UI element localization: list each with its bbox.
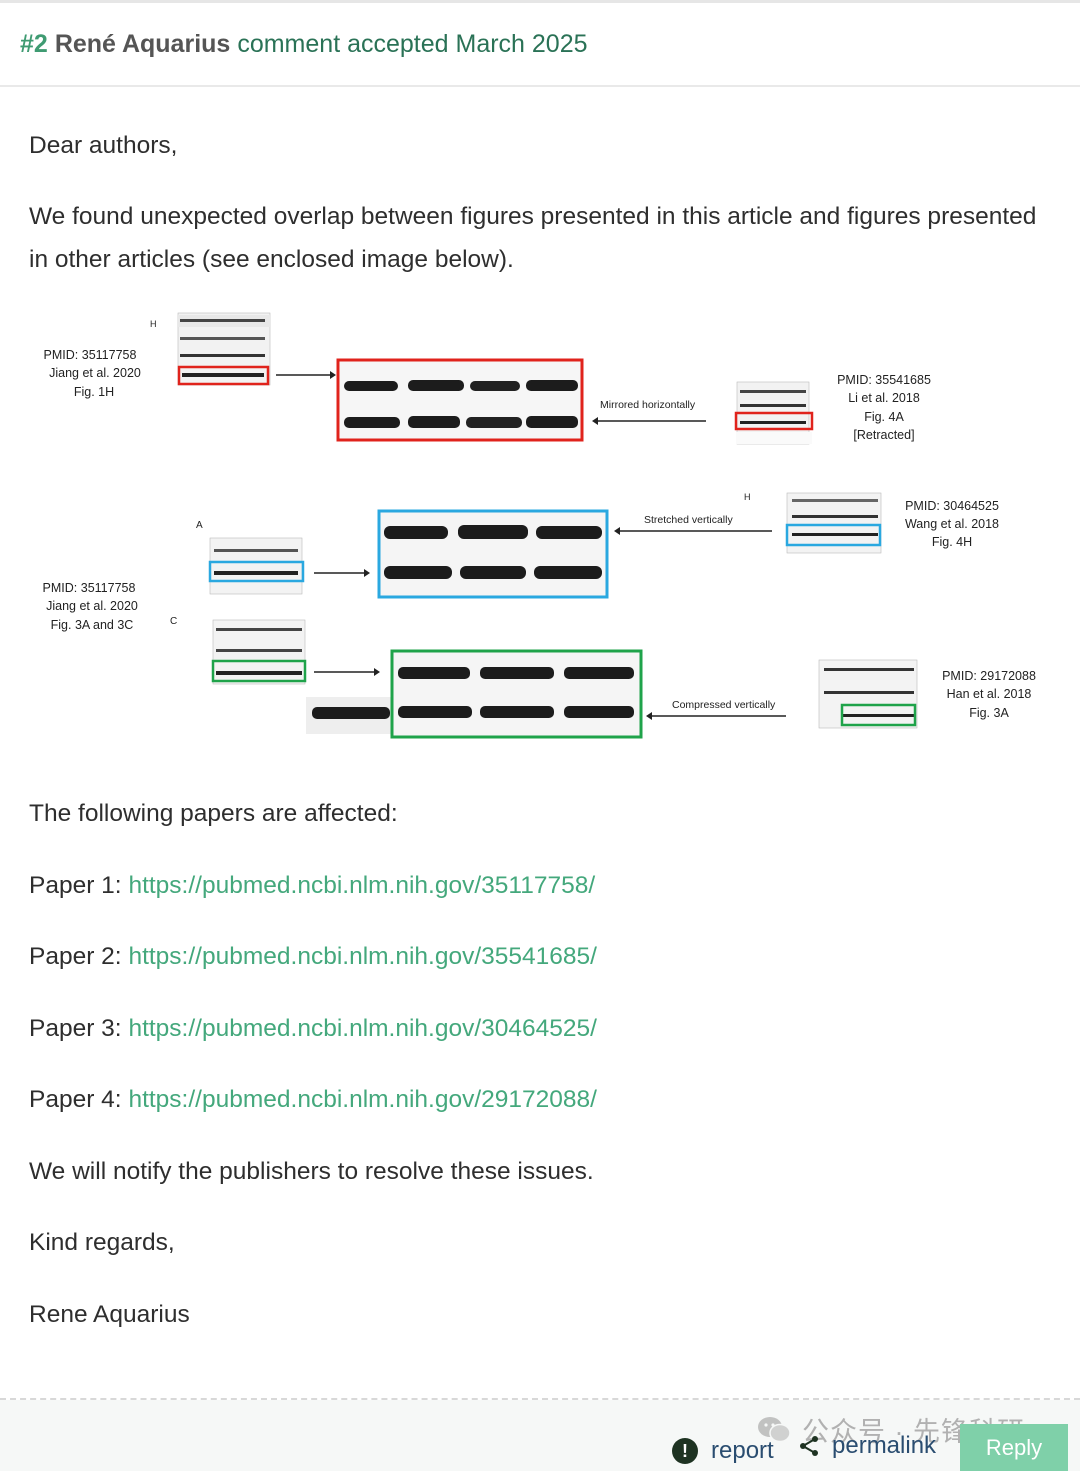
alert-icon: ! [672,1438,698,1464]
right3-line2: Han et al. 2018 [947,687,1032,701]
signature: Rene Aquarius [29,1301,190,1328]
blot-thumb-5 [212,619,306,685]
big-blot-red [340,360,582,440]
figure-left2-caption: PMID: 35117758 Jiang et al. 2020 Fig. 3A… [43,581,138,632]
paper-4-link[interactable]: https://pubmed.ncbi.nlm.nih.gov/29172088… [128,1086,597,1113]
wechat-icon [758,1416,791,1442]
right2-line2: Wang et al. 2018 [905,517,999,531]
regards: Kind regards, [29,1229,175,1256]
red-box-small [177,365,270,386]
paper-2-label: Paper 2: [29,943,122,970]
blue-box-small [208,560,305,583]
paper-4-label: Paper 4: [29,1086,122,1113]
right2-line1: PMID: 30464525 [905,499,999,513]
paper-3: Paper 3: https://pubmed.ncbi.nlm.nih.gov… [29,1007,1039,1050]
notify-paragraph: We will notify the publishers to resolve… [29,1158,594,1185]
arrow-2a-head [364,569,370,577]
report-label: report [711,1437,774,1464]
arrow3-label: Compressed vertically [672,699,776,711]
paper-3-label: Paper 3: [29,1015,122,1042]
paper-4: Paper 4: https://pubmed.ncbi.nlm.nih.gov… [29,1078,1039,1121]
blot-thumb-1 [177,312,271,386]
figure-left1-caption: PMID: 35117758 Jiang et al. 2020 Fig. 1H [44,348,141,399]
arrow-1a-head [330,371,336,379]
left1-line1: PMID: 35117758 [44,348,137,362]
figure-right2-caption: PMID: 30464525 Wang et al. 2018 Fig. 4H [905,499,999,549]
paper-3-link[interactable]: https://pubmed.ncbi.nlm.nih.gov/30464525… [128,1015,597,1042]
right2-line3: Fig. 4H [932,535,972,549]
big-blot-green [306,651,640,737]
comparison-figure: PMID: 35117758 Jiang et al. 2020 Fig. 1H… [30,300,1050,770]
paper-2-link[interactable]: https://pubmed.ncbi.nlm.nih.gov/35541685… [128,943,597,970]
paper-1: Paper 1: https://pubmed.ncbi.nlm.nih.gov… [29,864,1039,907]
paper-1-label: Paper 1: [29,872,122,899]
permalink-button[interactable]: permalink [798,1432,936,1460]
blot-thumb-6 [818,659,918,729]
permalink-label: permalink [832,1432,937,1459]
red-box-small-2 [734,411,814,431]
arrow-1b-head [592,417,598,425]
right1-line1: PMID: 35541685 [837,373,931,387]
green-box-small-2 [840,703,917,727]
figure-right3-caption: PMID: 29172088 Han et al. 2018 Fig. 3A [942,669,1036,720]
arrow2-label: Stretched vertically [644,514,733,526]
comment-header: #2 René Aquarius comment accepted March … [0,3,1080,87]
figure-right1-caption: PMID: 35541685 Li et al. 2018 Fig. 4A [R… [837,373,931,442]
right3-line1: PMID: 29172088 [942,669,1036,683]
left2-line3: Fig. 3A and 3C [51,618,134,632]
panel-a: A [196,520,203,531]
comment-status: comment accepted March 2025 [237,29,588,58]
left2-line1: PMID: 35117758 [43,581,136,595]
paper-1-link[interactable]: https://pubmed.ncbi.nlm.nih.gov/35117758… [128,872,596,899]
green-box-small [211,659,307,683]
intro-paragraph: We found unexpected overlap between figu… [29,203,1037,273]
blot-thumb-4 [786,492,882,554]
affected-heading: The following papers are affected: [29,800,398,827]
arrow1-label: Mirrored horizontally [600,399,696,411]
red-box-big [336,358,584,442]
arrow-2b-head [614,527,620,535]
arrow-3a-head [374,668,380,676]
left1-line3: Fig. 1H [74,385,114,399]
comment-number[interactable]: #2 [20,29,48,58]
panel-h-right: H [744,492,751,502]
big-blot-blue [379,511,607,597]
blue-box-small-2 [785,523,882,547]
top-border [0,0,1080,3]
comment-author[interactable]: René Aquarius [54,29,231,58]
right1-line3: Fig. 4A [864,410,904,424]
blue-box-big [377,509,609,599]
comment-footer [0,1400,1080,1471]
panel-h-left: H [150,319,157,329]
paper-2: Paper 2: https://pubmed.ncbi.nlm.nih.gov… [29,935,1039,978]
left1-line2: Jiang et al. 2020 [49,366,141,380]
blot-thumb-3 [209,537,303,595]
panel-c: C [170,616,177,627]
figure-svg: PMID: 35117758 Jiang et al. 2020 Fig. 1H… [43,312,1036,739]
right1-line4: [Retracted] [853,428,914,442]
arrow-3b-head [646,712,652,720]
reply-button[interactable]: Reply [960,1424,1068,1471]
footer-divider [0,1398,1080,1400]
green-box-big [390,649,643,739]
left2-line2: Jiang et al. 2020 [46,599,138,613]
greeting: Dear authors, [29,132,178,159]
share-icon [800,1436,818,1456]
right1-line2: Li et al. 2018 [848,391,920,405]
report-button[interactable]: ! report [672,1437,774,1465]
right3-line3: Fig. 3A [969,706,1009,720]
